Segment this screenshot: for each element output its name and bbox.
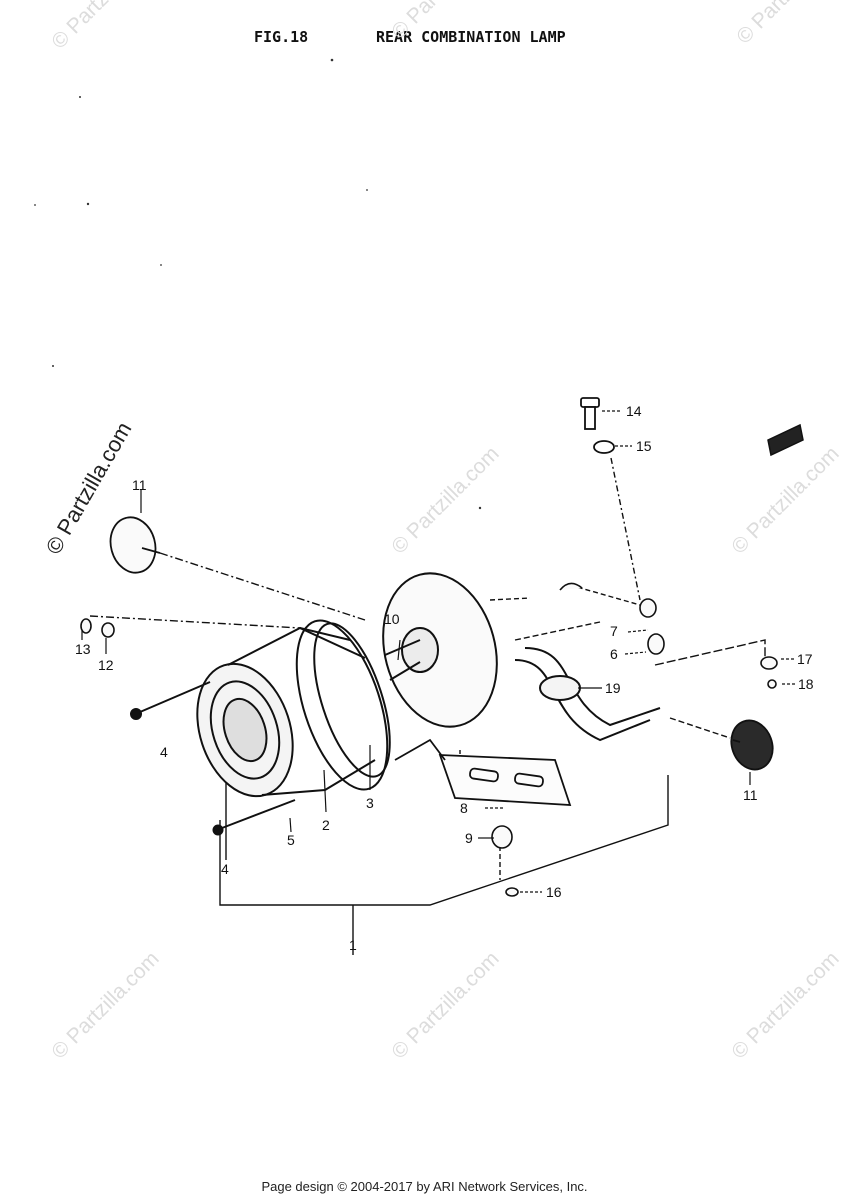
callout-1: 1 bbox=[349, 937, 357, 953]
watermark: © Partzilla.com bbox=[387, 0, 503, 44]
callout-7: 7 bbox=[610, 623, 618, 639]
callout-2: 2 bbox=[322, 817, 330, 833]
reflector-left bbox=[109, 516, 161, 574]
watermark: © Partzilla.com bbox=[47, 0, 163, 54]
reflector-right bbox=[730, 719, 774, 771]
callout-9: 9 bbox=[465, 830, 473, 846]
figure-number: FIG.18 bbox=[254, 28, 309, 46]
lamp-lens bbox=[196, 626, 376, 798]
figure-header: FIG.18 REAR COMBINATION LAMP bbox=[0, 28, 849, 50]
mounting-plate bbox=[394, 738, 572, 806]
watermark: © Partzilla.com bbox=[47, 947, 163, 1063]
small-hardware bbox=[80, 582, 778, 897]
copyright-footer: Page design © 2004-2017 by ARI Network S… bbox=[261, 1179, 588, 1194]
watermark: © Partzilla.com bbox=[727, 442, 843, 558]
callout-4: 4 bbox=[221, 861, 229, 877]
screw-long bbox=[130, 681, 296, 836]
callout-6: 6 bbox=[610, 646, 618, 662]
callout-12: 12 bbox=[98, 657, 114, 673]
watermark: © Partzilla.com bbox=[732, 0, 848, 49]
callout-16: 16 bbox=[546, 884, 562, 900]
callout-11: 11 bbox=[743, 787, 758, 803]
watermark-layer: © Partzilla.com © Partzilla.com © Partzi… bbox=[41, 0, 849, 1064]
figure-title: REAR COMBINATION LAMP bbox=[376, 28, 566, 46]
lamp-base-plate bbox=[382, 572, 498, 728]
watermark: © Partzilla.com bbox=[727, 947, 843, 1063]
callout-8: 8 bbox=[460, 800, 468, 816]
callout-13: 13 bbox=[75, 641, 91, 657]
callout-14: 14 bbox=[626, 403, 642, 419]
bolt-and-washer bbox=[580, 397, 615, 454]
emblem-badge bbox=[767, 423, 804, 457]
assembly-bracket bbox=[219, 775, 669, 955]
callout-19: 19 bbox=[605, 680, 621, 696]
callout-18: 18 bbox=[798, 676, 814, 692]
wire-grommet bbox=[514, 647, 661, 742]
lamp-body bbox=[295, 619, 391, 791]
watermark: © Partzilla.com bbox=[387, 947, 503, 1063]
callout-5: 5 bbox=[287, 832, 295, 848]
leader-lines bbox=[89, 457, 766, 880]
callout-leaders bbox=[81, 410, 796, 893]
callout-4: 4 bbox=[160, 744, 168, 760]
callout-3: 3 bbox=[366, 795, 374, 811]
callout-labels: 1 2 3 4 4 5 6 7 8 9 10 11 11 12 13 14 15… bbox=[75, 403, 814, 953]
callout-11: 11 bbox=[132, 477, 147, 493]
callout-17: 17 bbox=[797, 651, 813, 667]
callout-15: 15 bbox=[636, 438, 652, 454]
scan-specks bbox=[34, 58, 482, 510]
callout-10: 10 bbox=[384, 611, 400, 627]
watermark: © Partzilla.com bbox=[387, 442, 503, 558]
